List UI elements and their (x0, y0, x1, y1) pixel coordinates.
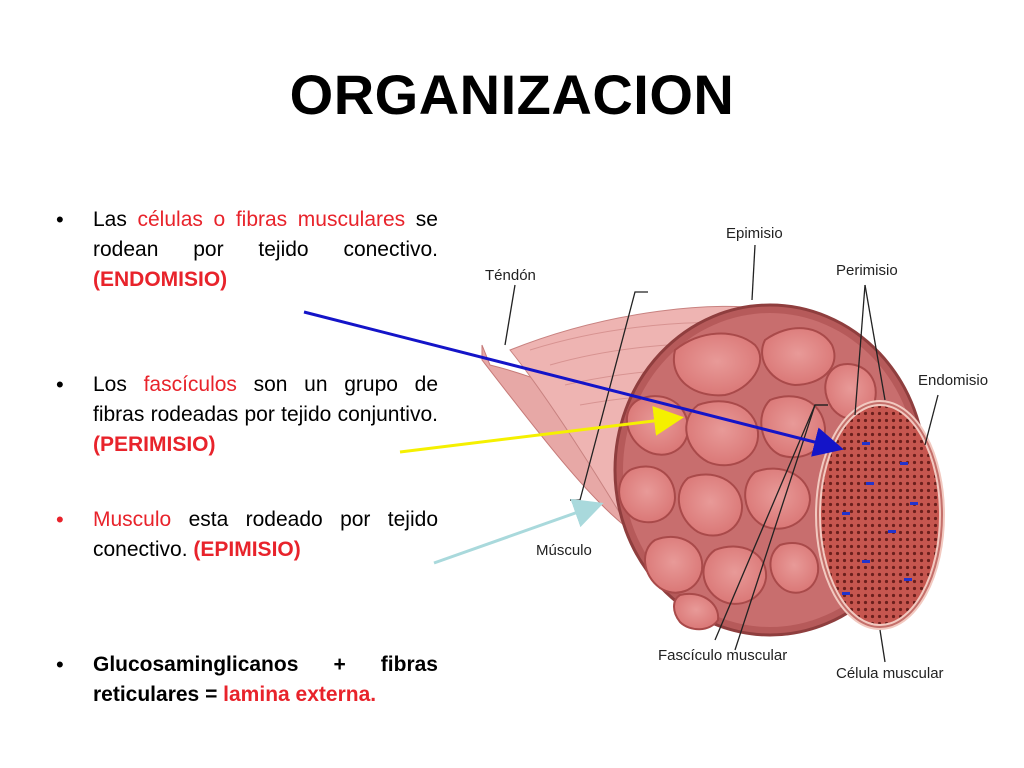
label-tendon: Téndón (485, 267, 536, 284)
bullet-dot: • (56, 372, 64, 397)
bullet-text-part: Glucosaminglicanos + fibras reticulares … (93, 653, 438, 706)
bullet-text-highlight: células o fibras musculares (137, 208, 406, 231)
bullet-text-part: se rodean por tejido conectivo. (93, 208, 438, 261)
label-epimisio: Epimisio (726, 225, 783, 242)
bullet-text-part: Las (93, 208, 127, 231)
bullet-text-highlight: Musculo (93, 508, 172, 531)
bullet-dot: • (56, 652, 64, 677)
label-musculo: Músculo (536, 542, 592, 559)
bullet-text: Musculo esta rodeado por tejido conectiv… (93, 505, 438, 565)
bullet-text-term: (PERIMISIO) (93, 433, 216, 456)
slide-title: ORGANIZACION (289, 63, 735, 126)
bullet-text: Glucosaminglicanos + fibras reticulares … (93, 650, 438, 710)
muscle-diagram: Epimisio Téndón Perimisio Endomisio Músc… (481, 225, 988, 682)
label-endomisio: Endomisio (918, 372, 988, 389)
bullet-dot: • (56, 507, 64, 532)
bullet-text: Las células o fibras musculares se rodea… (93, 205, 438, 295)
bullet-text-part: esta rodeado por tejido conectivo. (93, 508, 438, 561)
bullet-text: Los fascículos son un grupo de fibras ro… (93, 370, 438, 460)
bullet-text-highlight: lamina externa. (223, 683, 377, 706)
label-fasciculo: Fascículo muscular (658, 647, 787, 664)
bullet-text-term: (EPIMISIO) (193, 538, 301, 561)
bullet-text-highlight: fascículos (143, 373, 237, 396)
label-celula: Célula muscular (836, 665, 944, 682)
bullet-text-term: (ENDOMISIO) (93, 268, 228, 291)
bullet-text-part: Los (93, 373, 144, 396)
bullet-dot: • (56, 207, 64, 232)
label-perimisio: Perimisio (836, 262, 898, 279)
